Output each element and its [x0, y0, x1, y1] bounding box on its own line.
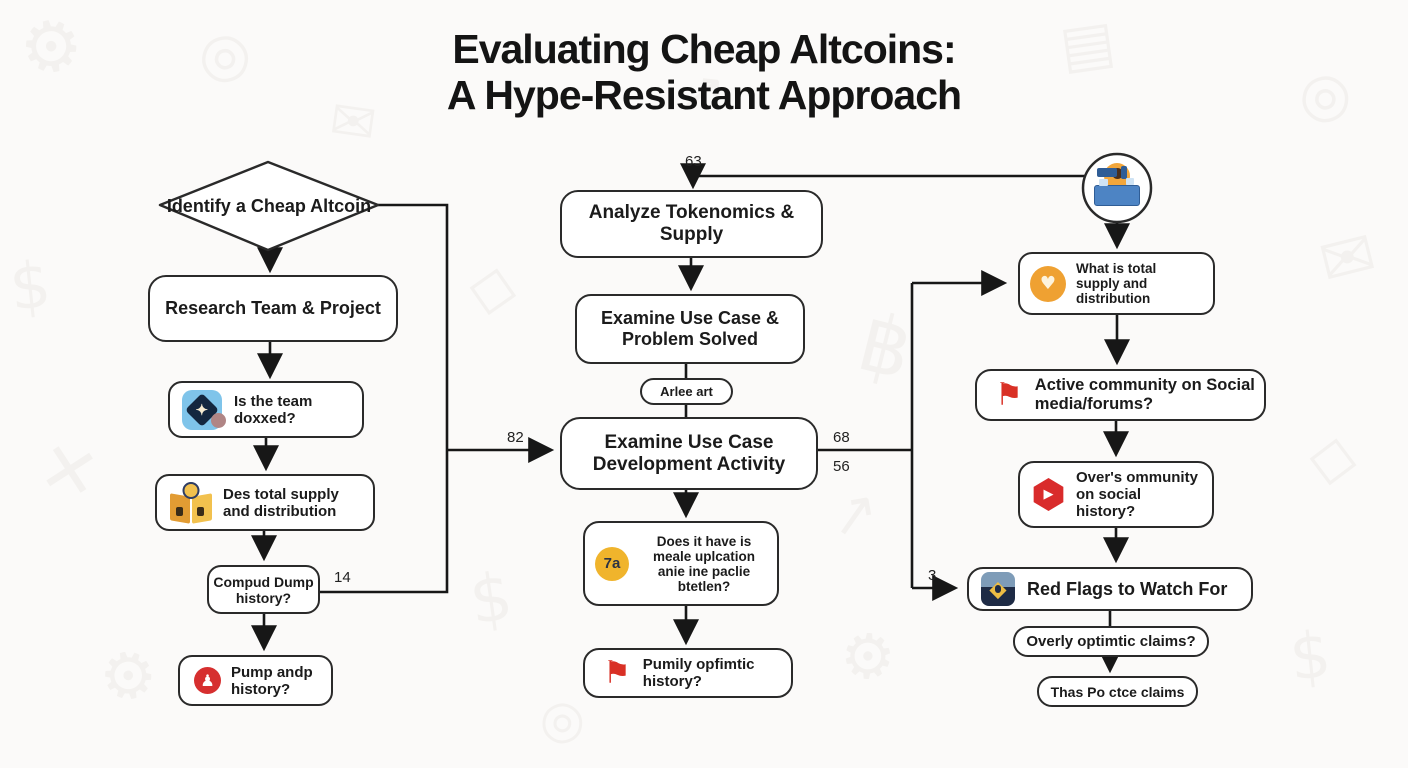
- edge-63: [680, 163, 1090, 190]
- seven-a-label: 7a: [603, 555, 621, 572]
- node-label: Overly optimtic claims?: [1026, 633, 1196, 650]
- node-total-supply-distribution: Des total supply and distribution: [155, 474, 375, 531]
- edge-label-3: 3: [928, 567, 937, 584]
- node-optimistic-history: ⚑ Pumily opfimtic history?: [583, 648, 793, 698]
- identify-diamond-shape: [158, 160, 380, 252]
- node-label: Does it have is meale uplcation anie ine…: [652, 533, 756, 594]
- node-thas-claims: Thas Po ctce claims: [1037, 676, 1198, 707]
- node-real-use-case: 7a Does it have is meale uplcation anie …: [583, 521, 779, 606]
- page-title: Evaluating Cheap Altcoins: A Hype-Resist…: [0, 26, 1408, 119]
- seven-a-icon: 7a: [595, 546, 629, 581]
- node-label: Examine Use Case Development Activity: [592, 431, 786, 475]
- node-label: Is the team doxxed?: [234, 392, 313, 427]
- node-label: Active community on Social media/forums?: [1034, 376, 1255, 413]
- node-overs-community: ▶ Over's ommunity on social history?: [1018, 461, 1214, 528]
- book-crest-shape: [182, 481, 200, 499]
- edge-identify-loop: [320, 203, 449, 594]
- edge-label-56: 56: [833, 458, 850, 475]
- node-label: Pumily opfimtic history?: [642, 656, 755, 690]
- node-arlee-art: Arlee art: [640, 378, 733, 405]
- node-research-team-project: Research Team & Project: [148, 275, 398, 342]
- node-overly-optimistic-claims: Overly optimtic claims?: [1013, 626, 1209, 657]
- alert-person-icon: ♟: [194, 667, 221, 694]
- node-pump-history: ♟ Pump andp history?: [178, 655, 333, 706]
- console-slot-shape: [1097, 168, 1117, 177]
- page-title-line2: A Hype-Resistant Approach: [446, 72, 962, 119]
- node-identify-cheap-altcoin: Identify a Cheap Altcoin: [160, 183, 378, 229]
- edge-label-68: 68: [833, 429, 850, 446]
- red-flag-icon: ⚑: [995, 376, 1023, 413]
- open-book-icon: [169, 481, 213, 524]
- console-shape: [1094, 185, 1140, 206]
- node-label: Over's ommunity on social history?: [1076, 469, 1198, 520]
- play-button-icon: ▶: [1033, 478, 1064, 511]
- node-label: Red Flags to Watch For: [1027, 578, 1228, 599]
- node-label: Thas Po ctce claims: [1050, 683, 1185, 700]
- node-label: Des total supply and distribution: [223, 485, 339, 520]
- team-badge-icon: ✦: [182, 389, 226, 430]
- book-figure-shape: [197, 506, 204, 516]
- node-compud-dump-history: Compud Dump history?: [207, 565, 320, 614]
- mining-machine-icon: [1093, 163, 1141, 211]
- node-is-team-doxxed: ✦ Is the team doxxed?: [168, 381, 364, 438]
- node-label: What is total supply and distribution: [1076, 261, 1157, 306]
- edge-label-63: 63: [685, 153, 702, 170]
- coin-heart-icon: ♥: [1030, 265, 1066, 302]
- red-flag-icon: ⚑: [603, 654, 631, 691]
- node-label: Pump andp history?: [231, 663, 313, 698]
- node-active-community: ⚑ Active community on Social media/forum…: [975, 369, 1266, 421]
- node-label: Compud Dump history?: [213, 573, 314, 606]
- node-examine-use-case-problem: Examine Use Case & Problem Solved: [575, 294, 805, 364]
- node-what-total-supply: ♥ What is total supply and distribution: [1018, 252, 1215, 315]
- node-analyze-tokenomics: Analyze Tokenomics & Supply: [560, 190, 823, 258]
- node-label: Arlee art: [660, 384, 713, 399]
- node-label: Examine Use Case & Problem Solved: [600, 308, 780, 349]
- shield-diamond-icon: ◆: [981, 572, 1015, 606]
- edge-label-14: 14: [334, 569, 351, 586]
- shield-emblem-shape: [995, 585, 1001, 593]
- blob-shape: [211, 412, 226, 428]
- console-detail-shape: [1126, 178, 1134, 185]
- node-red-flags: ◆ Red Flags to Watch For: [967, 567, 1253, 611]
- node-examine-development-activity: Examine Use Case Development Activity: [560, 417, 818, 490]
- page-title-line1: Evaluating Cheap Altcoins:: [452, 26, 956, 72]
- node-label: Research Team & Project: [165, 298, 381, 318]
- console-detail-shape: [1099, 179, 1108, 186]
- book-figure-shape: [176, 506, 183, 516]
- figure-head-shape: [1112, 168, 1123, 179]
- node-label: Identify a Cheap Altcoin: [166, 195, 372, 216]
- edge-label-82: 82: [507, 429, 524, 446]
- node-label: Analyze Tokenomics & Supply: [588, 202, 795, 245]
- console-slot-shape: [1121, 166, 1127, 179]
